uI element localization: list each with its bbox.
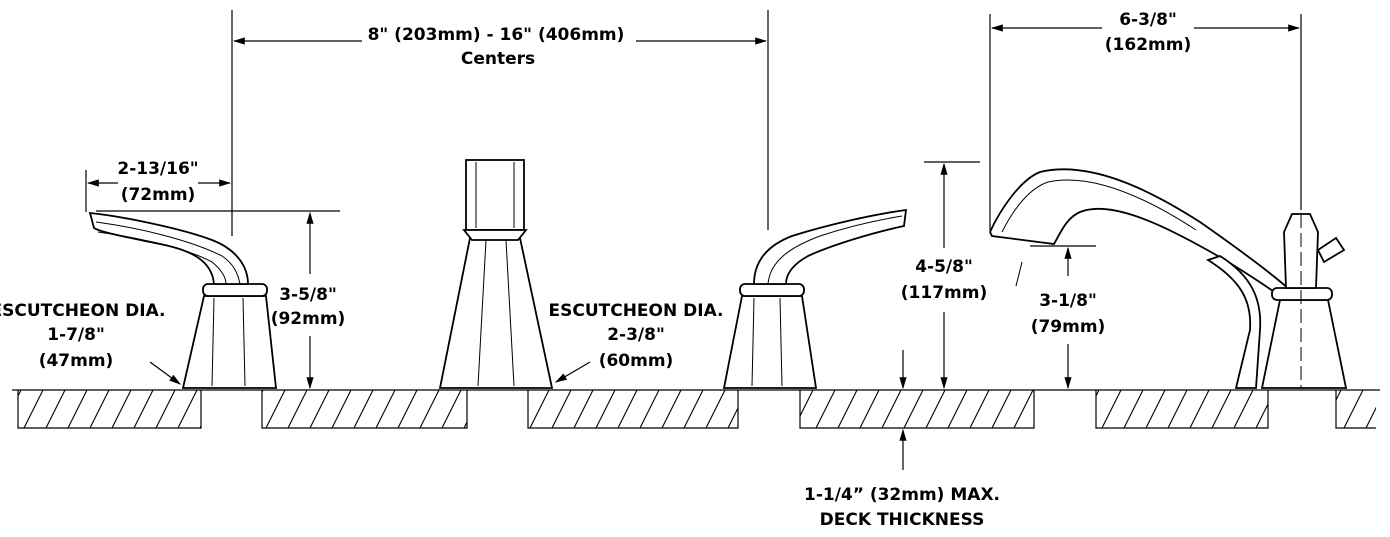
deck-segment — [800, 390, 1034, 428]
left-escutcheon — [181, 295, 278, 389]
left-escutcheon-mm-label: (47mm) — [39, 351, 114, 371]
deck-segment — [18, 390, 201, 428]
spout-height-dimension — [924, 161, 980, 390]
left-lever-handle — [88, 211, 249, 285]
spout-reach-mm-label: (162mm) — [1105, 35, 1191, 55]
deck-section — [17, 390, 1376, 429]
center-escutcheon — [438, 237, 554, 389]
center-escutcheon-title: ESCUTCHEON DIA. — [548, 301, 723, 321]
spout-height-mm-label: (117mm) — [901, 283, 987, 303]
center-escutcheon-inch-label: 2-3/8" — [607, 325, 665, 345]
left-handle-valve — [88, 211, 278, 389]
diverter-escutcheon — [1260, 299, 1348, 389]
handle-reach-mm-label: (72mm) — [121, 185, 196, 205]
handle-height-dimension — [96, 210, 340, 390]
spout-height-inch-label: 4-5/8" — [915, 257, 973, 277]
spout-reach-dimension — [989, 14, 1302, 230]
tub-spout — [989, 168, 1348, 389]
centers-dimension-label: 8" (203mm) - 16" (406mm) — [368, 25, 625, 45]
deck-segment — [1336, 390, 1376, 428]
deck-segment — [262, 390, 467, 428]
spout-reach-inch-label: 6-3/8" — [1119, 10, 1177, 30]
right-handle-collar — [739, 283, 805, 297]
handle-height-inch-label: 3-5/8" — [279, 285, 337, 305]
centers-word-label: Centers — [461, 49, 535, 69]
handle-height-mm-label: (92mm) — [271, 309, 346, 329]
spout-clearance-mm-label: (79mm) — [1031, 317, 1106, 337]
left-escutcheon-inch-label: 1-7/8" — [47, 325, 105, 345]
handle-reach-dimension — [85, 170, 232, 212]
diverter-knob — [1283, 213, 1319, 289]
spout-clearance-dimension — [1030, 245, 1096, 390]
spout-clearance-inch-label: 3-1/8" — [1039, 291, 1097, 311]
deck-segment — [1096, 390, 1268, 428]
center-spout-nut — [465, 159, 525, 231]
right-handle-valve — [722, 208, 908, 389]
deck-thickness-line2: DECK THICKNESS — [820, 510, 985, 530]
center-escutcheon-mm-label: (60mm) — [599, 351, 674, 371]
left-handle-collar — [202, 283, 268, 297]
left-escutcheon-title: ESCUTCHEON DIA. — [0, 301, 166, 321]
right-lever-handle — [753, 208, 908, 285]
deck-thickness-line1: 1-1/4” (32mm) MAX. — [804, 485, 1000, 505]
centers-dimension — [231, 10, 769, 236]
center-escutcheon-leader — [554, 361, 591, 383]
left-escutcheon-leader — [149, 361, 181, 385]
center-spout-body — [438, 159, 554, 389]
deck-segment — [528, 390, 738, 428]
right-escutcheon — [722, 295, 818, 389]
handle-reach-inch-label: 2-13/16" — [117, 159, 198, 179]
